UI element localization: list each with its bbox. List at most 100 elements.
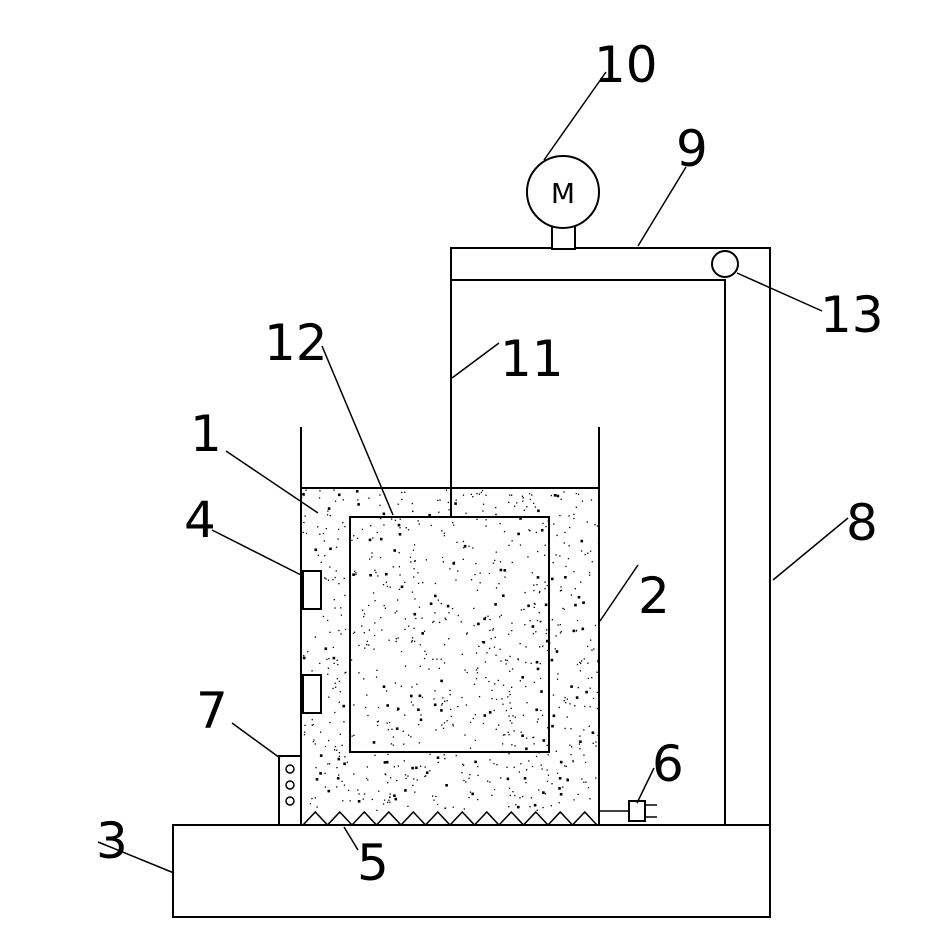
speckle [411, 766, 414, 770]
speckle [351, 539, 353, 541]
speckle [565, 702, 567, 704]
speckle [524, 591, 526, 594]
speckle [488, 711, 492, 714]
speckle [457, 570, 459, 572]
speckle [407, 529, 410, 531]
speckle [368, 497, 370, 499]
speckle [366, 640, 368, 642]
label-6: 6 [652, 735, 684, 793]
speckle [494, 603, 497, 606]
speckle [390, 743, 393, 745]
speckle [477, 774, 479, 777]
speckle [577, 687, 579, 689]
speckle [500, 614, 502, 616]
speckle [574, 588, 576, 590]
speckle [334, 576, 336, 579]
speckle [400, 685, 402, 687]
speckle [445, 489, 448, 491]
speckle [404, 789, 407, 792]
speckle [478, 645, 480, 647]
speckle [511, 630, 513, 632]
speckle [526, 506, 528, 508]
speckle [396, 707, 400, 711]
speckle [555, 635, 557, 637]
speckle [413, 778, 415, 780]
speckle [466, 671, 468, 674]
speckle [445, 619, 447, 621]
speckle [354, 570, 356, 572]
speckle [364, 647, 366, 649]
speckle [482, 641, 486, 644]
speckle [575, 506, 577, 508]
speckle [563, 608, 565, 610]
speckle [322, 532, 325, 535]
speckle [494, 683, 496, 685]
speckle [544, 603, 548, 607]
speckle [334, 749, 336, 751]
speckle [375, 676, 378, 678]
speckle [402, 730, 404, 732]
speckle [544, 554, 546, 556]
speckle [556, 772, 559, 774]
speckle [366, 644, 368, 646]
speckle [489, 759, 491, 761]
speckle [334, 500, 337, 502]
speckle [511, 686, 513, 688]
speckle [519, 680, 521, 682]
speckle [508, 633, 510, 635]
speckle [555, 750, 557, 752]
speckle [529, 806, 531, 808]
speckle [591, 649, 593, 651]
speckle [468, 545, 470, 547]
speckle [389, 793, 391, 795]
speckle [506, 659, 508, 662]
speckle [535, 660, 539, 664]
speckle [443, 532, 445, 534]
speckle [370, 525, 372, 527]
speckle [504, 576, 506, 578]
speckle [452, 806, 454, 808]
top-arm [450, 247, 771, 281]
speckle [472, 496, 474, 498]
speckle [584, 705, 586, 708]
speckle [314, 797, 316, 799]
speckle [493, 788, 496, 791]
speckle [511, 744, 513, 746]
speckle [391, 518, 393, 520]
speckle [451, 607, 454, 610]
speckle [388, 799, 390, 801]
speckle [425, 653, 428, 655]
speckle [395, 727, 399, 730]
speckle [525, 782, 527, 784]
speckle [436, 803, 439, 806]
speckle [348, 789, 350, 791]
speckle [428, 513, 431, 517]
motor: M [526, 155, 600, 250]
motor-symbol: M [551, 177, 575, 210]
speckle [474, 739, 477, 741]
speckle [580, 550, 583, 552]
speckle [591, 561, 593, 563]
speckle [557, 624, 559, 626]
speckle [508, 715, 510, 717]
speckle [579, 661, 581, 663]
speckle [511, 540, 513, 542]
speckle [352, 573, 355, 576]
speckle [452, 725, 454, 727]
speckle [559, 632, 562, 634]
speckle [410, 736, 412, 738]
speckle [329, 763, 331, 765]
speckle [536, 584, 538, 586]
speckle [492, 628, 494, 630]
speckle [338, 701, 340, 703]
speckle [475, 669, 478, 671]
speckle [574, 705, 576, 707]
speckle [471, 792, 474, 796]
speckle [511, 622, 513, 624]
speckle [502, 594, 505, 597]
speckle [563, 542, 565, 544]
speckle [315, 778, 319, 781]
speckle [545, 525, 547, 528]
speckle [596, 691, 598, 694]
